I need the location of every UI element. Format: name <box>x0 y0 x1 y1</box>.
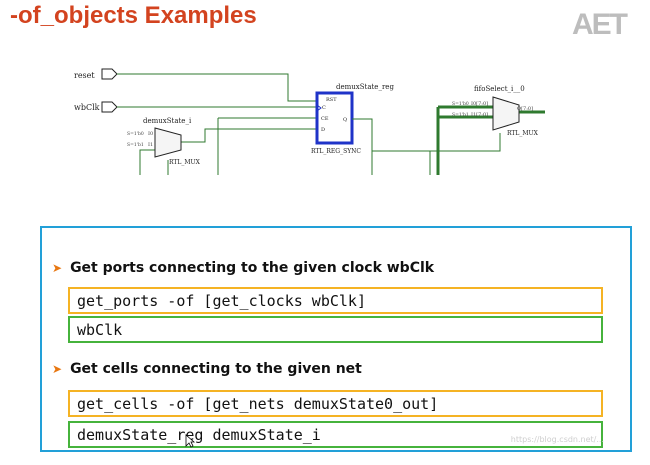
reg-pin-rst: RST <box>326 97 337 103</box>
wire-reset[interactable] <box>117 73 317 102</box>
mux-right-name: fifoSelect_i__0 <box>474 85 525 93</box>
reg-pin-d: D <box>321 127 325 133</box>
slide-title: -of_objects Examples <box>10 2 257 29</box>
port-label-wbclk: wbClk <box>74 103 100 112</box>
reg-clock-marker <box>316 104 322 112</box>
mux-left[interactable] <box>154 127 182 158</box>
mux-left-pin-i0: I0 <box>148 131 153 137</box>
wire-reg-q[interactable] <box>352 118 431 175</box>
reg-pin-ce: CE <box>321 116 329 122</box>
arrowhead-bullet-icon: ➤ <box>52 362 63 376</box>
mux-right[interactable] <box>492 96 520 131</box>
example-2-heading: ➤ Get cells connecting to the given net <box>52 361 362 377</box>
watermark: https://blog.csdn.net/... <box>510 435 604 444</box>
reg-pin-c: C <box>322 105 326 111</box>
mouse-pointer-icon <box>185 434 195 448</box>
mux-left-pin-i1: I1 <box>148 142 153 148</box>
mux-left-name: demuxState_i <box>143 117 192 125</box>
wire-fifo-sel[interactable] <box>430 133 501 152</box>
mux-left-input-s1: S=1'b1 <box>127 142 144 148</box>
arrowhead-bullet-icon: ➤ <box>52 261 63 275</box>
company-logo: AET <box>572 8 628 41</box>
port-wbclk[interactable] <box>101 101 118 113</box>
wire-mux-left-out[interactable] <box>181 128 317 143</box>
mux-right-pin-i1: I1[7:0] <box>471 112 488 118</box>
example-1-heading: ➤ Get ports connecting to the given cloc… <box>52 260 434 276</box>
example-2-result: demuxState_reg demuxState_i <box>68 421 603 448</box>
wire-mux-left-in[interactable] <box>139 149 155 175</box>
mux-left-input-s0: S=1'b0 <box>127 131 144 137</box>
mux-right-input-s0: S=1'b0 <box>452 101 469 107</box>
mux-right-type: RTL_MUX <box>507 130 539 137</box>
example-1-command: get_ports -of [get_clocks wbClk] <box>68 287 603 314</box>
mux-right-input-s1: S=1'b1 <box>452 112 469 118</box>
example-1-heading-text: Get ports connecting to the given clock … <box>70 260 435 276</box>
port-label-reset: reset <box>74 71 95 80</box>
reg-pin-q: Q <box>343 117 347 123</box>
example-2-command: get_cells -of [get_nets demuxState0_out] <box>68 390 603 417</box>
examples-panel: ➤ Get ports connecting to the given cloc… <box>40 226 632 452</box>
reg-cell-type: RTL_REG_SYNC <box>311 148 361 155</box>
mux-right-pin-i0: I0[7:0] <box>471 101 488 107</box>
example-1-result: wbClk <box>68 316 603 343</box>
example-2-heading-text: Get cells connecting to the given net <box>70 361 362 377</box>
mux-left-type: RTL_MUX <box>169 159 201 166</box>
port-reset[interactable] <box>101 68 118 80</box>
schematic-diagram: reset wbClk demuxState_i S=1'b0 S=1'b1 I… <box>74 68 545 175</box>
mux-right-output: O[7:0] <box>517 106 533 112</box>
reg-cell[interactable] <box>315 91 354 145</box>
reg-cell-name: demuxState_reg <box>336 83 394 91</box>
